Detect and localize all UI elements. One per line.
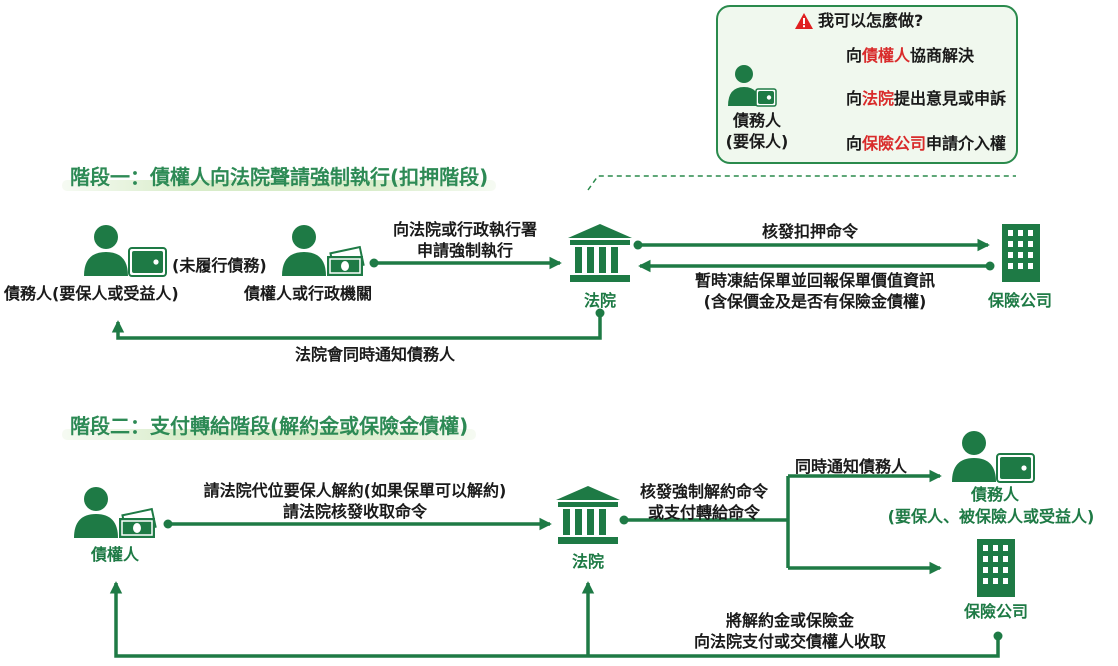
s2-debtor-icon xyxy=(952,431,1035,483)
s2-insurer-building-icon xyxy=(977,539,1015,597)
info-debtor-sublabel: (要保人) xyxy=(725,132,789,151)
what-can-i-do-box xyxy=(716,5,1018,164)
s1-apply-dot xyxy=(369,258,379,268)
s1-freeze-line2: (含保價金及是否有保險金債權) xyxy=(703,292,927,311)
option-suffix: 申請介入權 xyxy=(926,134,1007,153)
s1-notify-dot xyxy=(595,308,605,318)
s1-notify-debtor: 法院會同時通知債務人 xyxy=(294,345,455,364)
s2-insurer-dot xyxy=(993,631,1003,641)
s2-debtor-sublabel: (要保人、被保險人或受益人) xyxy=(887,507,1095,526)
stage2-title: 階段二：支付轉給階段(解約金或保險金債權) xyxy=(62,412,477,440)
option-appeal-court: 向法院提出意見或申訴 xyxy=(846,88,1006,109)
s2-request-line2: 請法院核發收取命令 xyxy=(282,502,427,521)
s1-creditor-icon xyxy=(282,225,365,276)
option-prefix: 向 xyxy=(846,46,863,65)
option-prefix: 向 xyxy=(846,134,863,153)
s2-notify-debtor: 同時通知債務人 xyxy=(795,457,908,476)
option-insurer-intervention: 向保險公司申請介入權 xyxy=(846,133,1006,154)
s1-seizure-order: 核發扣押命令 xyxy=(761,222,858,241)
s2-debtor-label: 債務人 xyxy=(970,485,1019,504)
option-highlight: 保險公司 xyxy=(862,134,927,153)
stage2-title-text: 階段二：支付轉給階段(解約金或保險金債權) xyxy=(70,414,469,438)
warning-icon xyxy=(795,13,813,29)
s2-request-dot xyxy=(163,519,173,529)
s1-freeze-text: 暫時凍結保單並回報保單價值資訊 (含保價金及是否有保險金債權) xyxy=(650,270,980,312)
stage1-title-text: 階段一：債權人向法院聲請強制執行(扣押階段) xyxy=(70,165,489,189)
s2-court-icon xyxy=(556,486,620,544)
s1-debtor-icon xyxy=(84,225,167,277)
s1-insurer-building-icon xyxy=(1002,224,1040,282)
option-negotiate-creditor: 向債權人協商解決 xyxy=(846,45,974,66)
s2-order-text: 核發強制解約命令 或支付轉給命令 xyxy=(620,481,788,523)
s1-insurer-label: 保險公司 xyxy=(987,291,1052,310)
option-highlight: 債權人 xyxy=(862,46,911,65)
s1-apply-text: 向法院或行政執行署 申請強制執行 xyxy=(370,219,560,261)
s2-order-line1: 核發強制解約命令 xyxy=(639,482,768,501)
s2-court-label: 法院 xyxy=(571,552,604,571)
s1-creditor-label: 債權人或行政機關 xyxy=(244,284,373,303)
s2-request-text: 請法院代位要保人解約(如果保單可以解約) 請法院核發收取命令 xyxy=(160,480,550,522)
callout-dashed-line xyxy=(587,175,1016,191)
s1-arrow-notify xyxy=(111,313,602,340)
s2-return-line xyxy=(109,581,1000,658)
debtor-wallet-icon xyxy=(728,65,777,107)
s2-payment-line2: 向法院支付或交債權人收取 xyxy=(693,632,886,651)
s1-apply-line2: 申請強制執行 xyxy=(416,241,513,260)
s2-payment-line1: 將解約金或保險金 xyxy=(725,611,854,630)
s1-unpaid-label: (未履行債務) xyxy=(172,256,267,275)
option-suffix: 協商解決 xyxy=(910,46,975,65)
stage1-title: 階段一：債權人向法院聲請強制執行(扣押階段) xyxy=(62,163,497,191)
s2-creditor-icon xyxy=(74,487,157,538)
s1-freeze-line1: 暫時凍結保單並回報保單價值資訊 xyxy=(694,271,935,290)
s2-request-line1: 請法院代位要保人解約(如果保單可以解約) xyxy=(203,481,507,500)
option-highlight: 法院 xyxy=(862,89,895,108)
option-suffix: 提出意見或申訴 xyxy=(894,89,1007,108)
s1-court-icon xyxy=(568,224,632,282)
s2-insurer-label: 保險公司 xyxy=(963,602,1028,621)
s2-payment-text: 將解約金或保險金 向法院支付或交債權人收取 xyxy=(640,610,940,652)
info-box-title: 我可以怎麼做? xyxy=(818,11,924,30)
info-debtor-label: 債務人 xyxy=(732,111,781,130)
s1-court-label: 法院 xyxy=(583,291,616,310)
s1-seizure-dot xyxy=(633,240,643,250)
s1-freeze-dot xyxy=(985,261,995,271)
s1-debtor-label: 債務人(要保人或受益人) xyxy=(4,284,179,303)
s2-creditor-label: 債權人 xyxy=(90,545,139,564)
s2-court-dot xyxy=(619,515,629,525)
option-prefix: 向 xyxy=(846,89,863,108)
s2-order-line2: 或支付轉給命令 xyxy=(647,503,760,522)
s1-apply-line1: 向法院或行政執行署 xyxy=(392,220,537,239)
